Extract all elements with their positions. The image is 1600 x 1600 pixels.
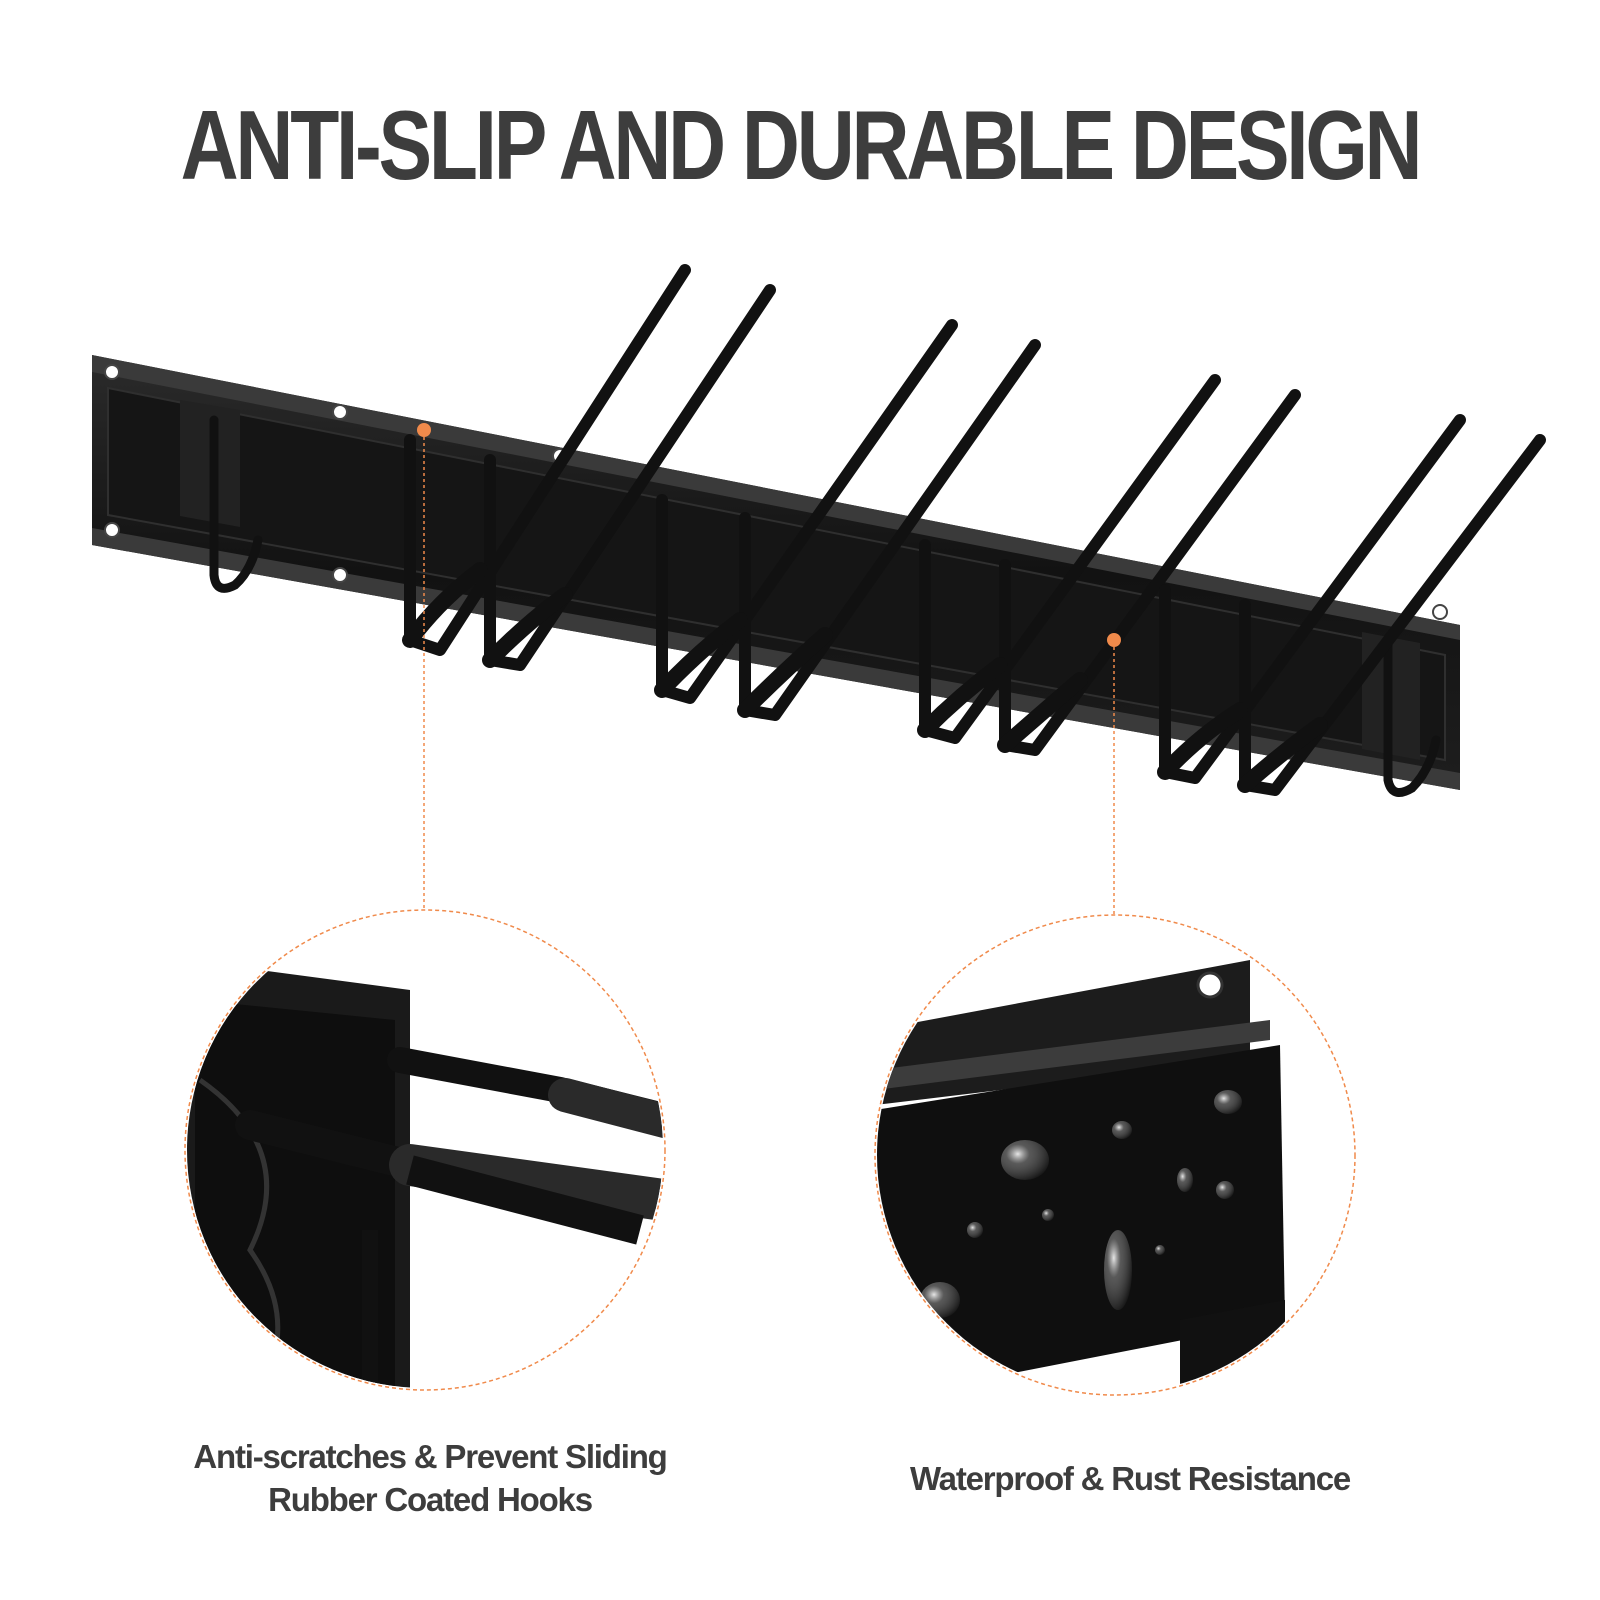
page-title: ANTI-SLIP AND DURABLE DESIGN: [180, 90, 1423, 200]
double-hook: [1157, 414, 1546, 796]
callout-marker-left: [417, 423, 431, 912]
feature-caption-waterproof: Waterproof & Rust Resistance: [860, 1457, 1400, 1500]
feature-caption-hooks: Anti-scratches & Prevent Sliding Rubber …: [150, 1435, 710, 1521]
double-hook: [402, 264, 776, 671]
callout-marker-right: [1107, 633, 1121, 917]
feature-caption-line: Anti-scratches & Prevent Sliding: [193, 1438, 667, 1475]
feature-caption-line: Rubber Coated Hooks: [268, 1481, 593, 1518]
end-hook-left: [209, 415, 263, 593]
end-hook-right: [1383, 635, 1441, 797]
detail-circle-waterproof: [874, 914, 1356, 1396]
double-hook: [917, 374, 1301, 756]
feature-caption-line: Waterproof & Rust Resistance: [909, 1460, 1351, 1497]
detail-circle-hooks: [184, 909, 666, 1391]
double-hook: [654, 319, 1041, 721]
